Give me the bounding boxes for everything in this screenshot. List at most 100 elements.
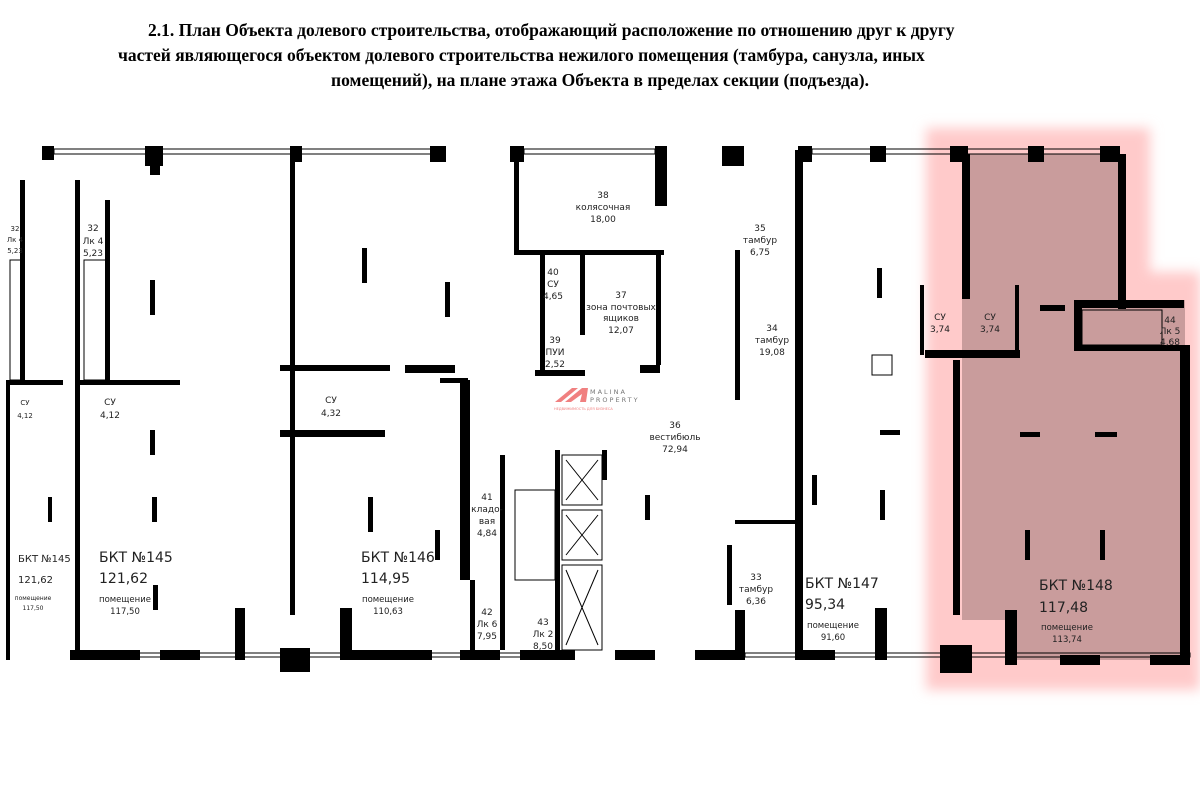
room-number: 43 xyxy=(537,618,548,628)
room-area: 72,94 xyxy=(662,445,688,455)
unit-area: 114,95 xyxy=(361,571,410,587)
unit-sub-label: помещение xyxy=(15,595,52,602)
room-area: 4,84 xyxy=(477,529,497,539)
room-su-148-b: СУ 3,74 xyxy=(980,313,1000,335)
room-su-146: СУ 4,32 xyxy=(321,396,341,419)
room-name: Лк 5 xyxy=(1160,327,1181,337)
room-number: 33 xyxy=(750,573,761,583)
room-area: 4,12 xyxy=(17,412,33,420)
room-name: СУ xyxy=(104,398,116,408)
unit-147-label: БКТ №147 95,34 помещение 91,60 xyxy=(805,576,879,643)
room-name: Лк 4 xyxy=(83,237,104,247)
room-40: 40 СУ 4,65 xyxy=(543,268,563,302)
unit-area: 95,34 xyxy=(805,597,845,613)
room-38: 38 колясочная 18,00 xyxy=(576,191,631,225)
room-name: тамбур xyxy=(755,336,789,346)
unit-name: БКТ №146 xyxy=(361,550,435,566)
room-number: 32 xyxy=(87,224,98,234)
room-name-2: вая xyxy=(479,517,495,527)
room-su-145: СУ 4,12 xyxy=(100,398,120,421)
room-su-left: СУ 4,12 xyxy=(17,399,33,420)
room-39: 39 ПУИ 2,52 xyxy=(545,336,565,370)
room-name: СУ xyxy=(325,396,337,406)
room-area: 5,23 xyxy=(7,247,23,255)
room-34: 34 тамбур 19,08 xyxy=(755,324,789,358)
unit-145-partial-label: БКТ №145 121,62 помещение 117,50 xyxy=(15,554,71,612)
room-area: 3,74 xyxy=(930,325,950,335)
room-number: 38 xyxy=(597,191,609,201)
room-area: 7,95 xyxy=(477,632,497,642)
unit-sub-label: помещение xyxy=(1041,623,1093,633)
room-number: 40 xyxy=(547,268,559,278)
room-name: тамбур xyxy=(743,236,777,246)
stairs xyxy=(9,259,1163,581)
room-41: 41 кладо- вая 4,84 xyxy=(471,493,503,539)
logo-tagline: НЕДВИЖИМОСТЬ ДЛЯ БИЗНЕСА xyxy=(554,407,613,411)
unit-sub-area: 117,50 xyxy=(23,605,44,612)
room-name: зона почтовых xyxy=(586,303,656,313)
unit-sub-area: 110,63 xyxy=(373,607,403,617)
heading-line-1: 2.1. План Объекта долевого строительства… xyxy=(148,20,955,40)
room-35: 35 тамбур 6,75 xyxy=(743,224,777,258)
logo-line-1: MALINA xyxy=(590,388,627,396)
heading-line-2: частей являющегося объектом долевого стр… xyxy=(118,45,925,65)
unit-area: 117,48 xyxy=(1039,600,1088,616)
document-heading: 2.1. План Объекта долевого строительства… xyxy=(0,18,1200,93)
heading-line-3: помещений), на плане этажа Объекта в пре… xyxy=(331,70,869,90)
unit-sub-label: помещение xyxy=(807,621,859,631)
room-area: 2,52 xyxy=(545,360,565,370)
room-area: 4,68 xyxy=(1160,338,1180,348)
room-name: Лк 2 xyxy=(533,630,554,640)
room-36: 36 вестибюль 72,94 xyxy=(649,421,700,455)
room-number: 41 xyxy=(481,493,492,503)
room-name: колясочная xyxy=(576,203,631,213)
room-number: 44 xyxy=(1164,316,1176,326)
unit-area: 121,62 xyxy=(99,571,148,587)
room-name: ПУИ xyxy=(546,348,565,358)
room-name: Лк 6 xyxy=(477,620,498,630)
room-number: 37 xyxy=(615,291,626,301)
room-number: 39 xyxy=(549,336,561,346)
room-number: 34 xyxy=(766,324,778,334)
room-area: 4,32 xyxy=(321,409,341,419)
unit-name: БКТ №147 xyxy=(805,576,879,592)
unit-sub-area: 113,74 xyxy=(1052,635,1082,645)
room-area: 4,65 xyxy=(543,292,563,302)
unit-sub-label: помещение xyxy=(362,595,414,605)
room-43: 43 Лк 2 8,50 xyxy=(533,618,554,652)
room-name: тамбур xyxy=(739,585,773,595)
room-area: 6,36 xyxy=(746,597,766,607)
room-area: 12,07 xyxy=(608,326,634,336)
room-name: СУ xyxy=(20,399,30,407)
room-name-2: ящиков xyxy=(603,314,639,324)
room-32-left: 32 Лк 4 5,23 xyxy=(7,225,24,255)
room-42: 42 Лк 6 7,95 xyxy=(477,608,498,642)
room-number: 42 xyxy=(481,608,492,618)
logo-line-2: PROPERTY xyxy=(590,396,640,404)
room-area: 18,00 xyxy=(590,215,616,225)
malina-property-logo: MALINA PROPERTY НЕДВИЖИМОСТЬ ДЛЯ БИЗНЕСА xyxy=(554,388,640,411)
unit-146-label: БКТ №146 114,95 помещение 110,63 xyxy=(361,550,435,617)
room-number: 36 xyxy=(669,421,681,431)
room-37: 37 зона почтовых ящиков 12,07 xyxy=(586,291,656,336)
unit-sub-label: помещение xyxy=(99,595,151,605)
room-name: СУ xyxy=(984,313,996,323)
unit-area: 121,62 xyxy=(18,575,53,586)
room-33: 33 тамбур 6,36 xyxy=(739,573,773,607)
unit-name: БКТ №145 xyxy=(18,554,71,565)
room-number: 35 xyxy=(754,224,765,234)
logo-mark-icon xyxy=(555,388,588,402)
room-32: 32 Лк 4 5,23 xyxy=(83,224,104,259)
room-number: 32 xyxy=(11,225,20,233)
room-name: Лк 4 xyxy=(7,236,24,244)
unit-name: БКТ №145 xyxy=(99,550,173,566)
room-area: 19,08 xyxy=(759,348,785,358)
unit-sub-area: 91,60 xyxy=(821,633,845,643)
room-area: 3,74 xyxy=(980,325,1000,335)
room-name: вестибюль xyxy=(649,433,700,443)
unit-sub-area: 117,50 xyxy=(110,607,140,617)
room-area: 5,23 xyxy=(83,249,103,259)
room-area: 4,12 xyxy=(100,411,120,421)
room-name: кладо- xyxy=(471,505,503,515)
